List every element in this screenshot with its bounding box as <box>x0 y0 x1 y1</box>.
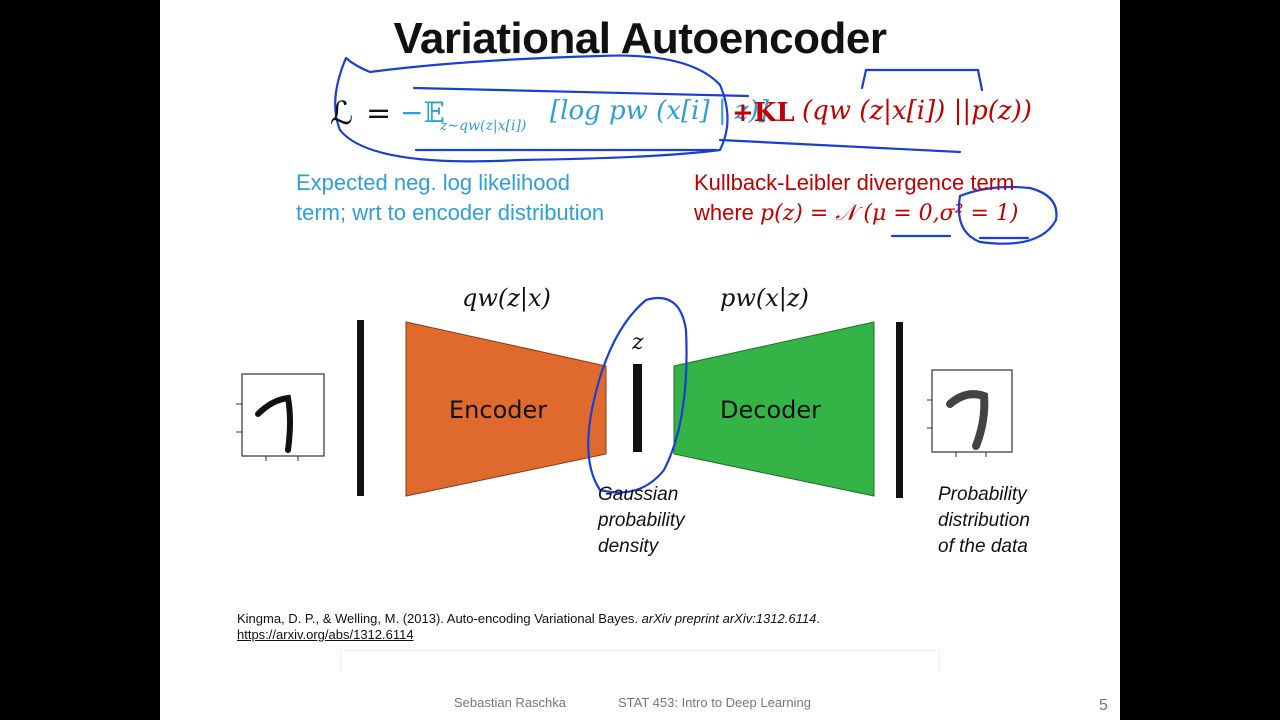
kl-note-line2: where p(z) = 𝒩 (μ = 0,σ² = 1) <box>694 198 1019 229</box>
prior-formula: p(z) = 𝒩 (μ = 0,σ² = 1) <box>760 201 1019 226</box>
encoder-distribution-label: qw(z|x) <box>462 284 551 312</box>
vae-diagram <box>236 54 1058 498</box>
faint-frame <box>340 650 940 671</box>
input-layer-bar <box>357 320 364 496</box>
expectation-symbol: −𝔼 <box>400 96 445 129</box>
loss-symbol: ℒ <box>330 94 354 132</box>
ink-annotations <box>334 54 1058 494</box>
equals-sign: = <box>366 96 392 131</box>
page-number: 5 <box>1099 697 1108 714</box>
encoder-shape <box>405 321 607 497</box>
citation-end: . <box>816 611 820 626</box>
gaussian-caption: Gaussian probability density <box>598 482 685 560</box>
output-caption: Probability distribution of the data <box>938 482 1030 560</box>
gaussian-caption-line2: probability <box>598 510 685 531</box>
output-digit-image <box>927 369 1013 457</box>
citation-link[interactable]: https://arxiv.org/abs/1312.6114 <box>237 627 414 642</box>
decoder-label: Decoder <box>720 396 821 424</box>
slide-title: Variational Autoencoder <box>393 14 887 63</box>
encoder-label: Encoder <box>449 396 548 424</box>
gaussian-caption-line3: density <box>598 536 659 557</box>
decoder-shape <box>673 321 875 497</box>
decoder-distribution-label: pw(x|z) <box>720 284 809 312</box>
citation: Kingma, D. P., & Welling, M. (2013). Aut… <box>237 611 820 643</box>
kl-note: Kullback-Leibler divergence term where p… <box>694 168 1019 229</box>
kl-operator: +KL <box>732 98 795 128</box>
latent-bar <box>633 364 642 452</box>
citation-text: Kingma, D. P., & Welling, M. (2013). Aut… <box>237 611 642 626</box>
gaussian-caption-line1: Gaussian <box>598 484 679 505</box>
expectation-subscript: z∼qw(z|x[i]) <box>440 118 527 134</box>
log-likelihood-term: [log pw (x[i] | z)] <box>550 96 769 126</box>
expected-nll-line2: term; wrt to encoder distribution <box>296 200 605 225</box>
slide: Variational Autoencoder ℒ = −𝔼 z∼qw(z|x[… <box>160 0 1120 720</box>
output-layer-bar <box>896 322 903 498</box>
kl-term: (qw (z|x[i]) ||p(z)) <box>802 96 1032 126</box>
expected-nll-note: Expected neg. log likelihood term; wrt t… <box>296 168 604 228</box>
kl-note-line1: Kullback-Leibler divergence term <box>694 170 1015 195</box>
footer-author: Sebastian Raschka <box>454 695 567 710</box>
latent-label: z <box>632 330 644 355</box>
expected-nll-line1: Expected neg. log likelihood <box>296 170 570 195</box>
output-caption-line1: Probability <box>938 484 1027 505</box>
kl-note-prefix: where <box>694 200 761 225</box>
footer-course: STAT 453: Intro to Deep Learning <box>618 695 811 710</box>
output-caption-line2: distribution <box>938 510 1030 531</box>
citation-journal: arXiv preprint arXiv:1312.6114 <box>641 611 817 626</box>
output-caption-line3: of the data <box>938 536 1028 557</box>
input-digit-image <box>236 373 325 461</box>
